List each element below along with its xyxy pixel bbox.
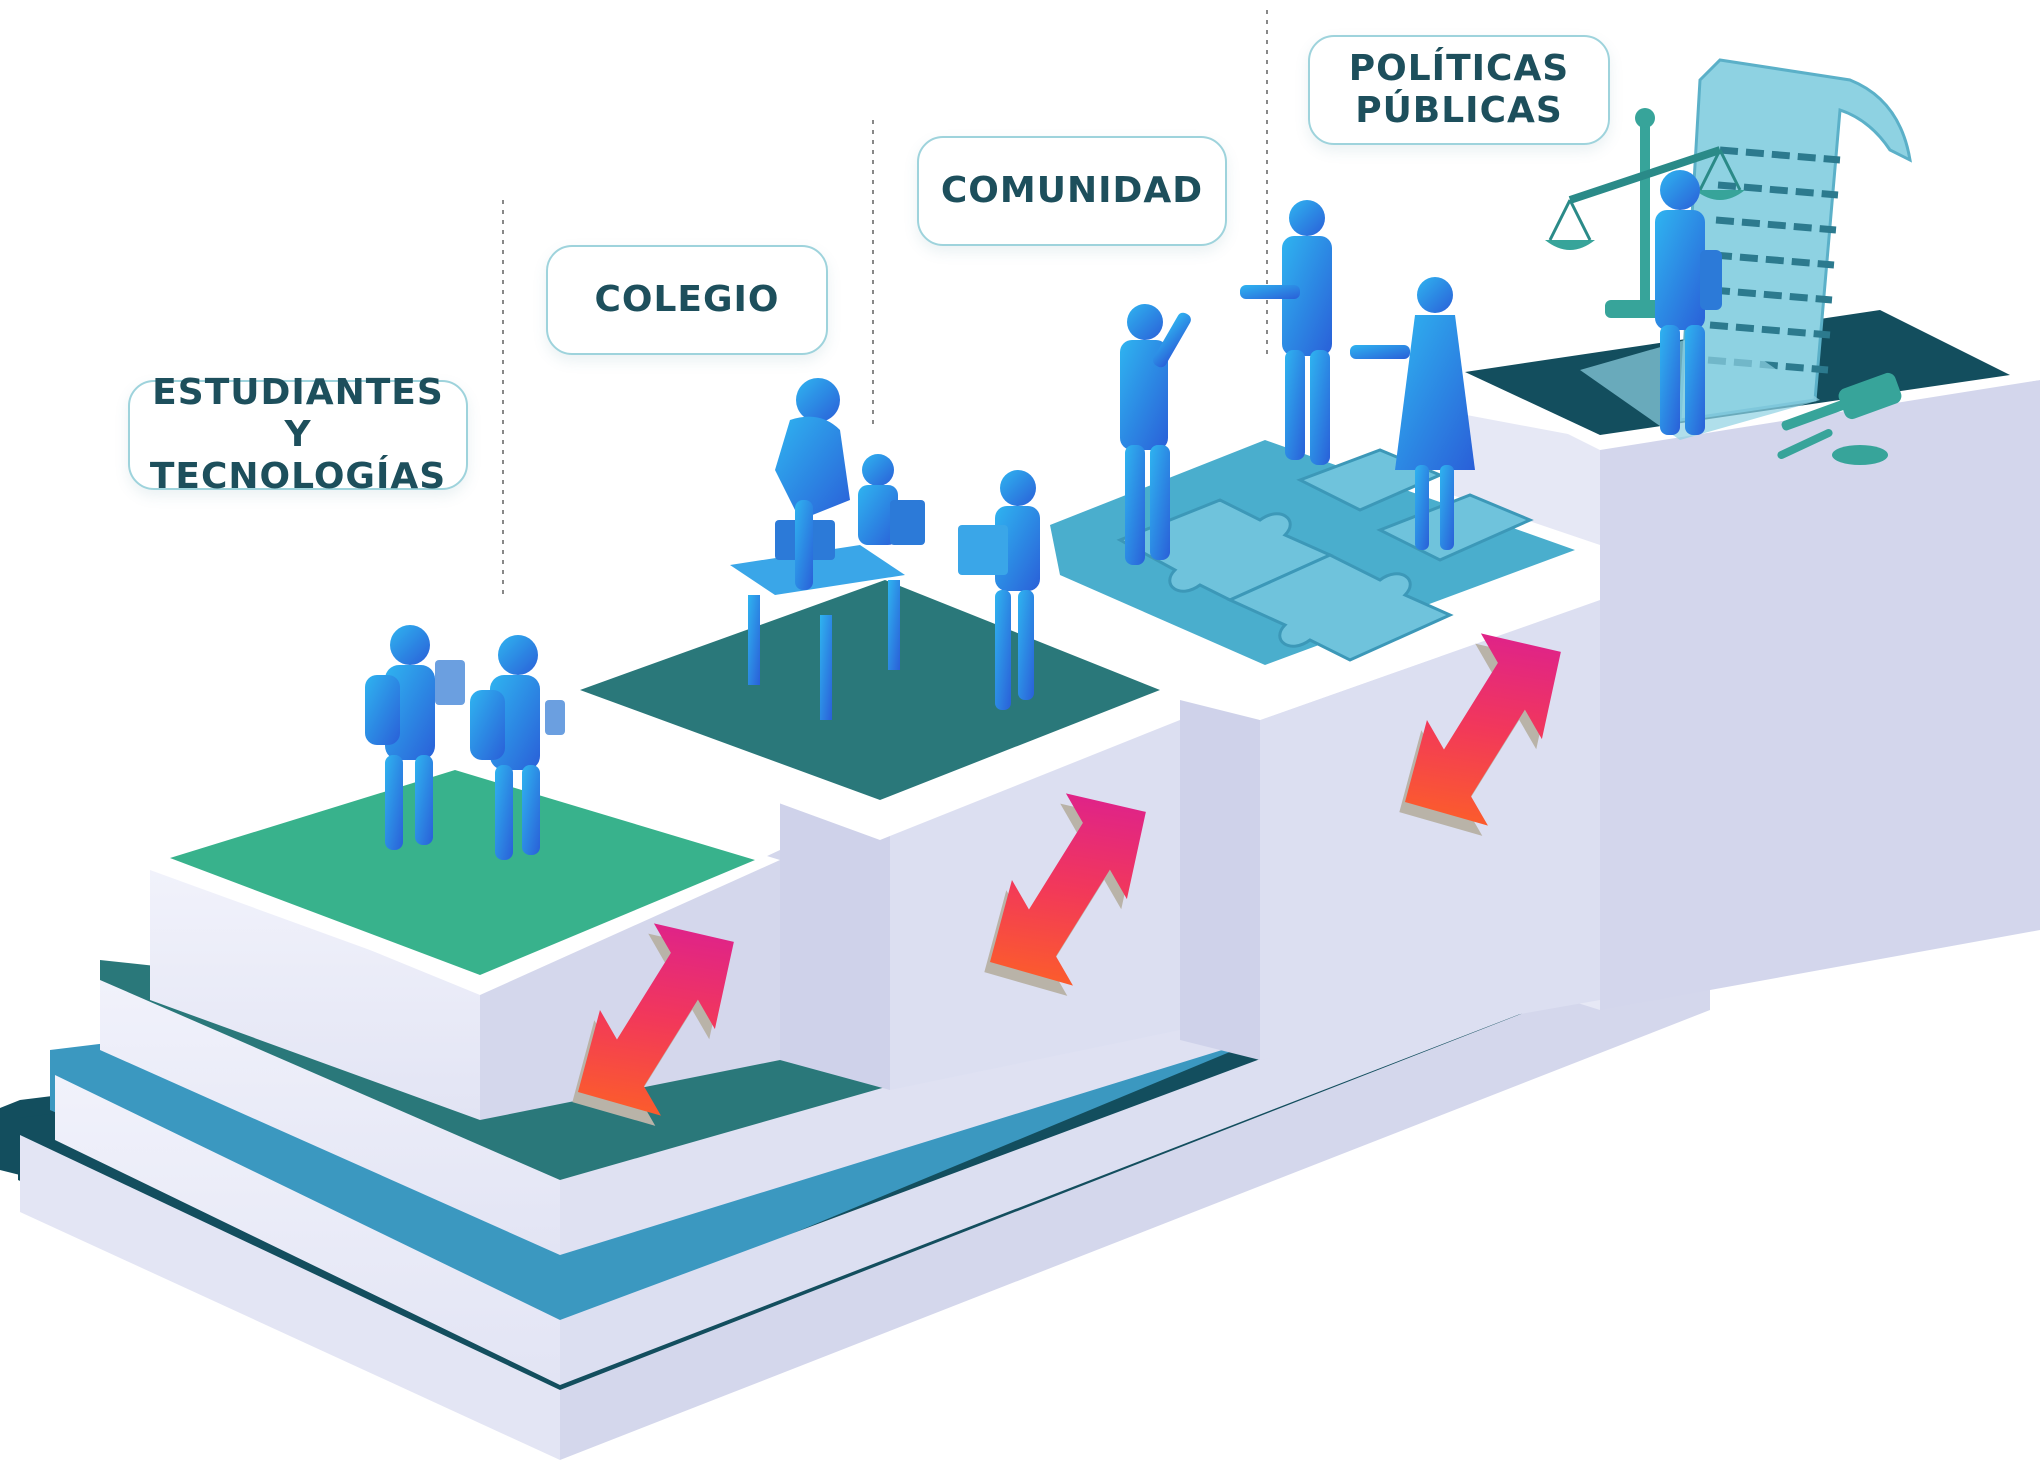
block-colegio-top	[580, 580, 1160, 800]
label-comunidad-line-1: COMUNIDAD	[940, 170, 1204, 211]
label-colegio: COLEGIO	[546, 245, 828, 355]
label-politicas-publicas: POLÍTICAS PÚBLICAS	[1308, 35, 1610, 145]
label-comunidad: COMUNIDAD	[917, 136, 1227, 246]
label-politicas-line-2: PÚBLICAS	[1355, 90, 1563, 131]
classroom-figures-icon	[730, 378, 1040, 720]
connector-lines	[502, 10, 1268, 600]
students-figures-icon	[365, 625, 565, 860]
policy-figure-icon	[1655, 170, 1722, 435]
community-figures-icon	[1120, 200, 1475, 565]
gavel-icon	[1777, 372, 1902, 465]
label-colegio-line-1: COLEGIO	[594, 279, 780, 320]
label-estudiantes-line-2: Y TECNOLOGÍAS	[149, 414, 447, 497]
label-politicas-line-1: POLÍTICAS	[1348, 48, 1570, 89]
block-estudiantes	[150, 760, 780, 1120]
label-estudiantes-line-1: ESTUDIANTES	[152, 372, 444, 413]
block-estudiantes-top	[170, 770, 755, 975]
label-estudiantes-tecnologias: ESTUDIANTES Y TECNOLOGÍAS	[128, 372, 468, 497]
